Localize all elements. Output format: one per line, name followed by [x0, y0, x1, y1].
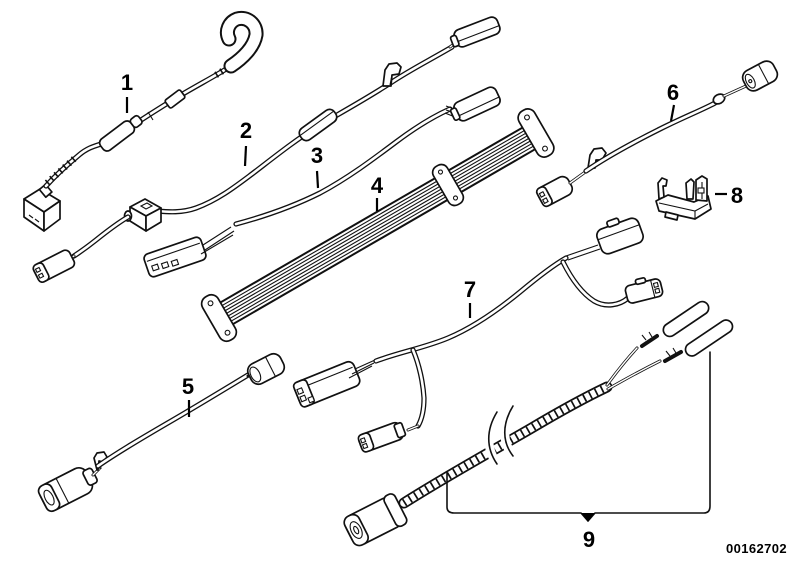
callout-6-label[interactable]: 6	[667, 80, 679, 105]
callout-2-leader	[243, 145, 248, 167]
cable-9-cylinder-connector	[343, 493, 408, 547]
cable-5	[37, 352, 286, 513]
cable-7-branch2-wire	[563, 262, 628, 305]
cable-5-round-connector	[246, 352, 286, 386]
cable-2-flat-connector	[449, 16, 501, 48]
cable-2	[32, 16, 501, 284]
cable-6	[535, 60, 779, 208]
cable-9-sleeve	[684, 319, 734, 357]
cable-2-junction-box	[123, 198, 162, 232]
cable-7-multipin-connector	[292, 359, 376, 408]
cable-2-inline-sleeve	[298, 108, 338, 142]
callout-9[interactable]: 9	[446, 351, 711, 552]
cable-3-multipin-connector	[143, 226, 235, 278]
cable-9	[343, 300, 734, 547]
callout-9-label[interactable]: 9	[583, 527, 595, 552]
callout-3-leader	[315, 170, 320, 189]
cable-4-ribbon	[200, 108, 555, 343]
callout-4-label[interactable]: 4	[371, 173, 384, 198]
callout-3-label[interactable]: 3	[311, 143, 323, 168]
cable-4-end-bar	[200, 293, 238, 343]
callout-7[interactable]: 7	[464, 277, 476, 318]
cable-9-terminal	[663, 347, 683, 363]
cable-7	[292, 217, 664, 453]
callout-3[interactable]: 3	[311, 143, 323, 189]
cable-1-angle-connector	[23, 183, 61, 232]
cable-7-branch-connector	[357, 421, 407, 453]
cable-1-clip	[164, 89, 186, 109]
callout-5[interactable]: 5	[182, 374, 194, 417]
cable-7-box-connector	[596, 217, 644, 255]
cable-7-2pin-connector	[624, 276, 664, 304]
cable-5-plug-connector	[37, 466, 98, 513]
callout-2[interactable]: 2	[240, 118, 252, 167]
callout-1-label[interactable]: 1	[121, 70, 133, 95]
callout-2-label[interactable]: 2	[240, 118, 252, 143]
cable-1-inline-sleeve	[98, 114, 143, 152]
callout-1[interactable]: 1	[121, 70, 133, 113]
cable-4-end-bar	[517, 108, 555, 158]
cable-1	[23, 18, 256, 232]
cable-9-sleeve	[662, 300, 710, 338]
cable-6-end-connector	[535, 175, 574, 208]
cable-2-clip	[382, 62, 402, 87]
callout-9-brace-point	[581, 513, 595, 522]
cable-6-round-connector	[741, 60, 779, 92]
cable-2-end-connector	[32, 249, 76, 284]
cable-3-flat-connector	[449, 86, 501, 122]
callout-8[interactable]: 8	[715, 183, 743, 208]
callout-7-label[interactable]: 7	[464, 277, 476, 302]
callout-4[interactable]: 4	[371, 173, 384, 211]
cable-4-mid-clamp	[431, 163, 465, 207]
callout-8-label[interactable]: 8	[731, 183, 743, 208]
callout-5-label[interactable]: 5	[182, 374, 194, 399]
cable-1-marker	[147, 111, 154, 121]
callout-6[interactable]: 6	[667, 80, 679, 122]
cable-3	[143, 86, 501, 278]
callout-6-leader	[669, 104, 676, 122]
cable-1-corrugation	[44, 155, 78, 186]
cable-9-terminal	[640, 331, 659, 348]
part-number: 00162702	[726, 541, 787, 556]
part-8-bracket	[655, 175, 712, 221]
